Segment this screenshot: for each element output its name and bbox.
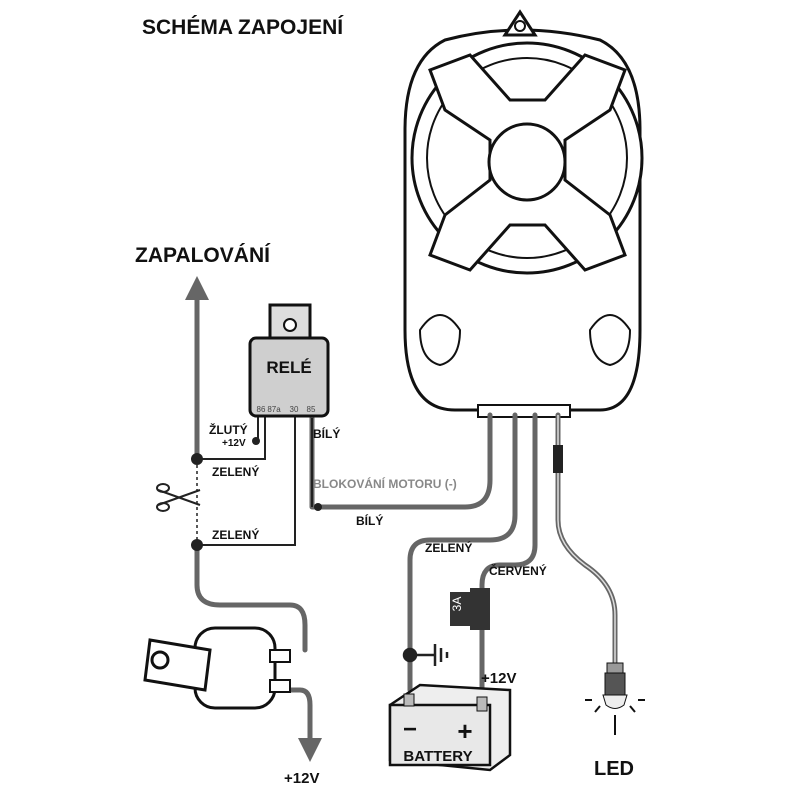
relay-pin-30: 30 — [290, 405, 299, 414]
relay-pin-86: 86 — [257, 405, 266, 414]
wires — [185, 276, 618, 762]
wire-label-red: ČERVENÝ — [489, 563, 547, 578]
battery-label: BATTERY — [403, 748, 472, 765]
engine-block-label: BLOKOVÁNÍ MOTORU (-) — [313, 476, 457, 491]
ignition-plus12v-label: +12V — [284, 770, 319, 787]
wire-label-yellow: ŽLUTÝ — [209, 422, 248, 437]
battery-plus12v-label: +12V — [481, 670, 516, 687]
relay: RELÉ 86 87a 30 85 — [248, 303, 330, 418]
wire-label-green-battery: ZELENÝ — [425, 540, 472, 555]
battery-minus: − — [403, 716, 417, 743]
led-label: LED — [594, 758, 634, 780]
relay-pin-85: 85 — [307, 405, 316, 414]
led-icon — [585, 662, 645, 735]
scissors-icon — [156, 483, 201, 512]
diagram-title: SCHÉMA ZAPOJENÍ — [142, 16, 344, 39]
fuse-rating: 3A — [450, 597, 464, 612]
battery-plus: + — [457, 716, 472, 746]
wire-label-white-top: BÍLÝ — [313, 426, 340, 441]
relay-label: RELÉ — [266, 358, 311, 377]
ground-icon — [402, 644, 449, 666]
wire-label-green-bottom: ZELENÝ — [212, 527, 259, 542]
relay-plus12v-label: +12V — [222, 438, 246, 449]
wire-label-green-top: ZELENÝ — [212, 464, 259, 479]
ignition-switch-icon — [143, 626, 291, 710]
fuse: 3A — [450, 588, 490, 630]
ignition-label: ZAPALOVÁNÍ — [135, 244, 271, 267]
wire-label-white-bottom: BÍLÝ — [356, 513, 383, 528]
battery: − + BATTERY — [388, 683, 512, 772]
relay-pin-87a: 87a — [267, 405, 281, 414]
siren — [403, 9, 644, 418]
